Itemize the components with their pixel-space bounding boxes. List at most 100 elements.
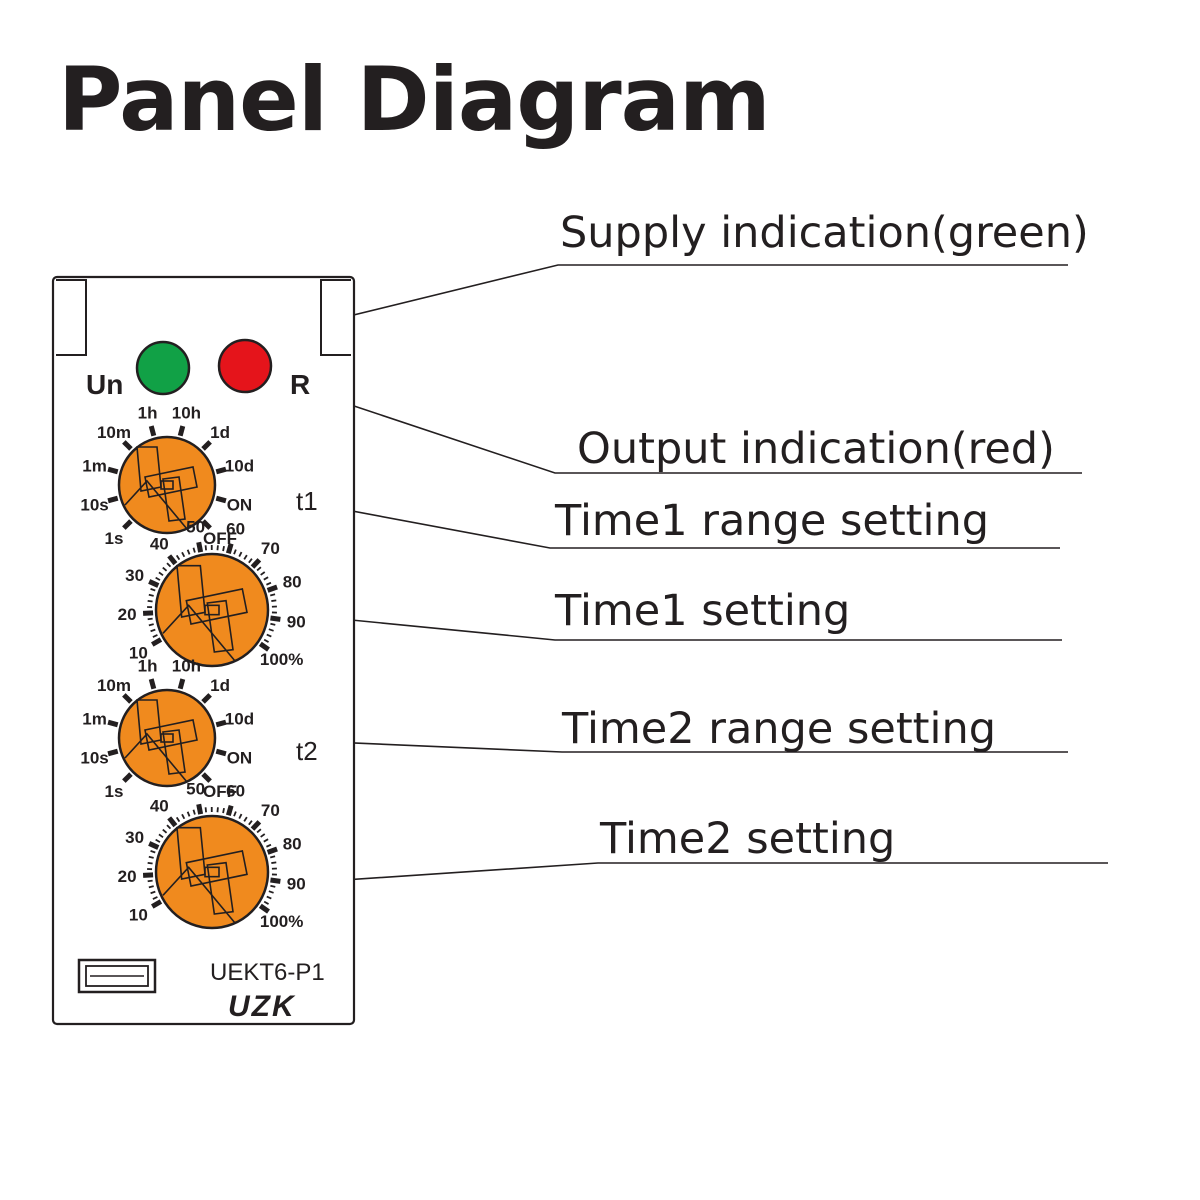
dial-major-tick [215,466,227,475]
dial-tick-label: 10h [172,404,201,423]
dial-minor-tick [268,890,274,894]
dial-minor-tick [233,811,237,817]
dial-tick-label: 1m [82,457,107,476]
dial-minor-tick [175,554,181,561]
dial-tick-label: 90 [287,875,306,894]
dial-major-tick [122,440,133,451]
dial-tick-label: 100% [260,650,303,669]
dial-minor-tick [263,838,269,843]
knob-body[interactable] [117,688,217,788]
dial-tick-label: 20 [118,605,137,624]
dial-tick-label: 30 [125,566,144,585]
dial-major-tick [122,693,133,704]
dial-minor-tick [192,809,196,815]
dial-minor-tick [150,628,156,633]
dial-tick-label: 60 [226,519,245,538]
dial-tick-label: 1d [210,423,230,442]
knob-body[interactable] [117,435,217,535]
dial-major-tick [215,495,227,504]
dial-minor-tick [271,599,277,602]
dial-minor-tick [162,828,168,834]
dial-major-tick [107,466,119,475]
dial-tick-label: 60 [226,781,245,800]
output-led-red [217,338,273,394]
dial-major-tick [150,899,163,909]
dial-tick-label: 80 [283,573,302,592]
dial-major-tick [177,678,186,690]
dial-minor-tick [155,838,161,843]
dial-tick-label: 20 [118,867,137,886]
dial-minor-tick [186,811,191,817]
callout-output-indication: Output indication(red) [577,424,1055,474]
knob-body[interactable] [154,552,270,668]
dial-major-tick [167,816,178,828]
dial-major-tick [250,558,262,569]
dial-minor-tick [152,896,158,900]
dial-tick-label: ON [227,495,253,514]
brand-logo: UZK [228,990,296,1023]
t1-label: t1 [296,486,318,516]
dial-tick-label: 70 [261,801,280,820]
knob-grip-pattern [162,826,248,924]
dial-minor-tick [181,551,186,558]
dial-major-tick [266,584,278,593]
dial-major-tick [258,903,270,914]
dial-minor-tick [270,593,276,597]
dial-minor-tick [175,816,181,823]
dial-minor-tick [147,879,153,883]
knob-grip-pattern [162,564,248,662]
dial-major-tick [148,425,157,437]
dial-major-tick [201,772,212,783]
dial-major-tick [215,748,227,757]
connector-port-icon [77,958,157,994]
dial-tick-label: 80 [283,835,302,854]
dial-tick-label: 10 [129,644,148,663]
dial-minor-tick [243,816,248,822]
callout-time1-range: Time1 range setting [555,496,990,546]
dial-major-tick [107,748,119,757]
dial-minor-tick [263,900,269,905]
dial-tick-label: 90 [287,613,306,632]
dial-tick-label: 30 [125,828,144,847]
dial-minor-tick [222,807,225,814]
callout-time1-setting: Time1 setting [555,586,851,636]
dial-major-tick [150,637,163,647]
callout-time2-setting: Time2 setting [600,814,896,864]
page-title: Panel Diagram [58,48,771,151]
dial-major-tick [258,641,270,652]
dial-minor-tick [248,558,253,564]
dial-major-tick [107,495,119,504]
dial-minor-tick [147,599,153,603]
dial-tick-label: 1d [210,676,230,695]
dial-tick-label: 100% [260,912,303,931]
knob-body[interactable] [154,814,270,930]
dial-major-tick [225,805,234,817]
dial-tick-label: 50 [186,518,205,537]
supply-led-green [135,340,191,396]
leader-line-time1-range [239,489,1060,549]
dial-minor-tick [181,813,186,820]
dial-tick-label: 10m [97,676,131,695]
dial-tick-label: 1m [82,710,107,729]
dial-tick-label: 40 [150,534,169,553]
dial-minor-tick [263,638,269,643]
dial-tick-label: 1h [138,657,158,676]
leader-line-time2-setting [269,862,1108,886]
dial-minor-tick [260,833,266,838]
dial-minor-tick [166,562,172,568]
callout-time2-range: Time2 range setting [562,704,997,754]
dial-tick-label: 70 [261,539,280,558]
dial-major-tick [266,846,278,855]
dial-minor-tick [158,833,164,839]
dial-minor-tick [270,884,276,888]
callout-supply-indication: Supply indication(green) [560,208,1089,258]
dial-major-tick [107,719,119,728]
dial-minor-tick [268,628,274,632]
dial-minor-tick [266,633,272,638]
dial-minor-tick [263,576,269,581]
dial-major-tick [122,772,133,783]
